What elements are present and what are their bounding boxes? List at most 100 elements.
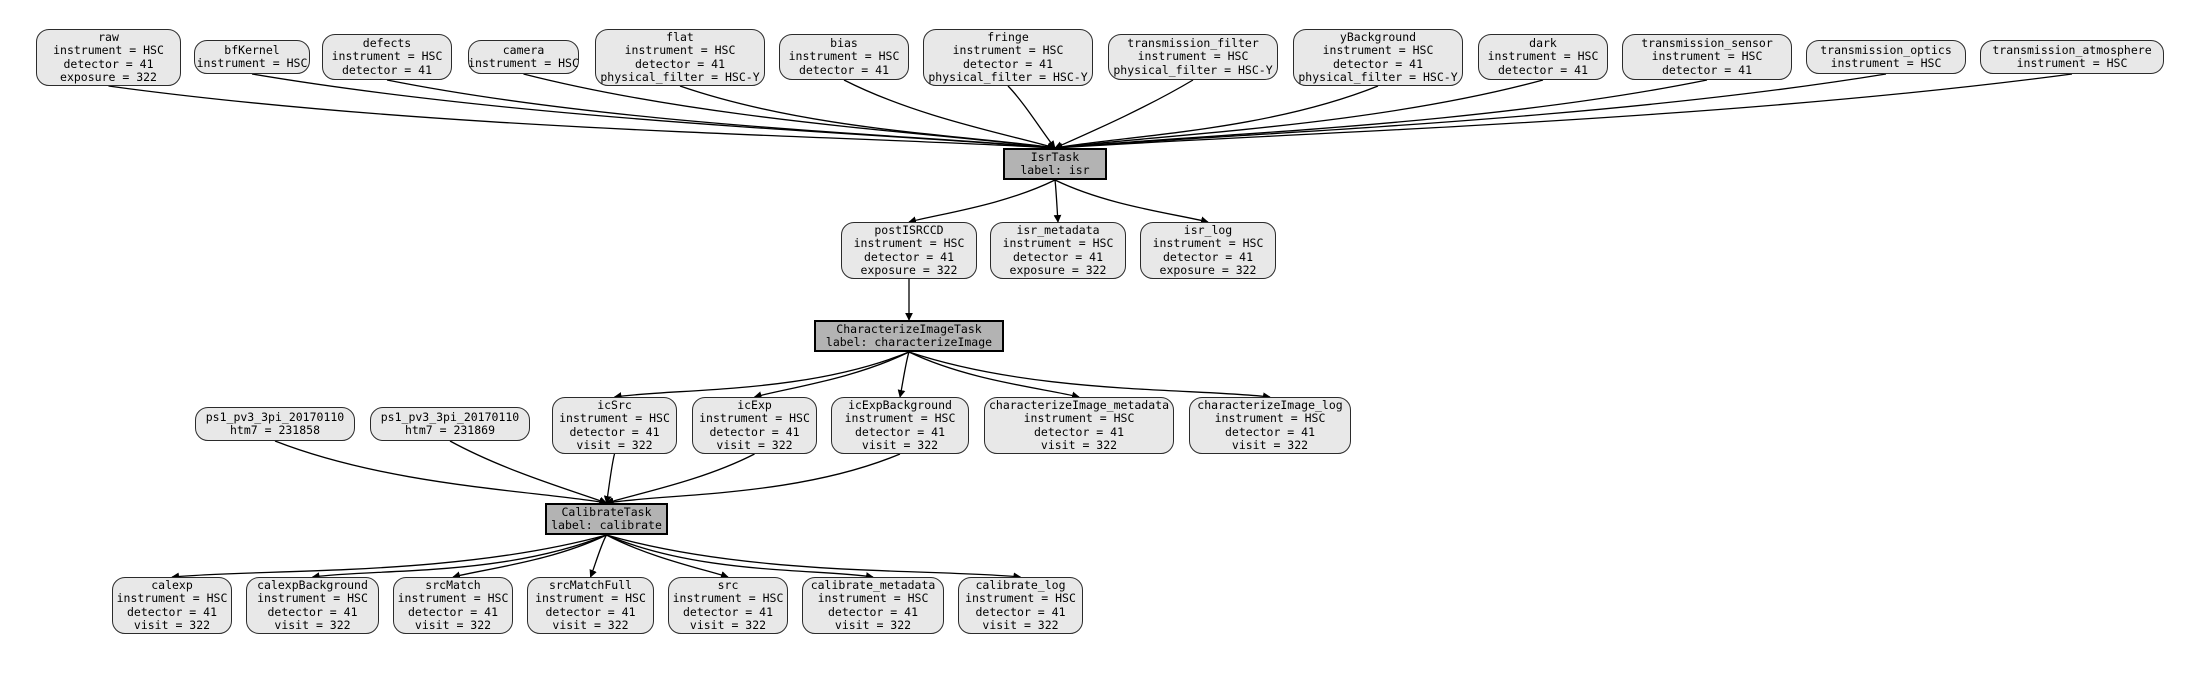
node-detail-line: instrument = HSC: [1830, 56, 1942, 70]
node-title: ps1_pv3_3pi_20170110: [205, 409, 345, 424]
node-detail-line: visit = 322: [552, 617, 629, 632]
node-detail-line: detector = 41: [798, 62, 889, 77]
edge-CharacterizeImageTask-to-icExp: [753, 351, 910, 399]
edge-fringe-to-IsrTask: [1007, 85, 1056, 149]
node-detail-line: detector = 41: [1012, 249, 1103, 264]
node-detail-line: detector = 41: [863, 249, 954, 264]
node-title: icSrc: [597, 397, 632, 412]
edge-dark-to-IsrTask: [1054, 79, 1544, 151]
edge-icExpBackground-to-CalibrateTask: [605, 453, 901, 506]
node-detail-line: instrument = HSC: [1322, 43, 1434, 58]
node-title: flat: [666, 29, 694, 44]
node-detail-line: visit = 322: [1040, 437, 1118, 452]
edge-CalibrateTask-to-src: [606, 534, 729, 579]
node-detail-line: detector = 41: [267, 604, 358, 619]
edge-CharacterizeImageTask-to-icSrc: [613, 351, 910, 400]
node-title: icExpBackground: [848, 397, 952, 412]
node-detail-line: instrument = HSC: [672, 591, 784, 606]
edge-CalibrateTask-to-calexpBackground: [311, 534, 607, 580]
node-title: dark: [1529, 35, 1557, 50]
edge-defects-to-IsrTask: [386, 79, 1056, 152]
node-detail-line: instrument = HSC: [2016, 56, 2128, 70]
node-detail-line: detector = 41: [1497, 62, 1588, 77]
node-title: bfKernel: [224, 42, 280, 57]
node-title: calibrate_log: [975, 577, 1066, 592]
node-title: defects: [362, 35, 412, 50]
node-detail-line: detector = 41: [682, 604, 773, 619]
edge-IsrTask-to-isr_metadata: [1053, 179, 1062, 223]
node-detail-line: instrument = HSC: [559, 411, 670, 426]
node-detail-line: instrument = HSC: [1002, 236, 1114, 251]
node-detail-line: detector = 41: [63, 56, 154, 71]
edge-transmission_atmosphere-to-IsrTask: [1054, 73, 2073, 152]
node-title: src: [717, 577, 739, 592]
node-title: isr_log: [1183, 222, 1233, 237]
node-title: CharacterizeImageTask: [836, 321, 982, 336]
node-detail-line: physical_filter = HSC-Y: [1113, 62, 1273, 77]
node-detail-line: visit = 322: [1231, 437, 1309, 452]
node-detail-line: htm7 = 231858: [229, 423, 320, 437]
node-detail-line: instrument = HSC: [1023, 411, 1135, 426]
node-detail-line: visit = 322: [274, 617, 351, 632]
node-title: characterizeImage_log: [1197, 397, 1343, 412]
edge-icSrc-to-CalibrateTask: [603, 453, 616, 504]
node-title: srcMatch: [425, 577, 481, 592]
edge-CharacterizeImageTask-to-characterizeImage_metadata: [908, 351, 1080, 400]
node-title: isr_metadata: [1016, 222, 1100, 237]
node-detail-line: visit = 322: [689, 617, 767, 632]
node-detail-line: instrument = HSC: [196, 56, 308, 70]
node-detail-line: visit = 322: [576, 437, 653, 452]
edge-CalibrateTask-to-srcMatch: [452, 534, 607, 580]
node-title: fringe: [987, 29, 1029, 44]
node-title: transmission_sensor: [1641, 35, 1773, 50]
edge-flat-to-IsrTask: [679, 85, 1056, 151]
node-detail-line: label: calibrate: [551, 518, 662, 532]
node-detail-line: detector = 41: [407, 604, 498, 619]
node-title: calexpBackground: [257, 577, 368, 592]
node-title: calibrate_metadata: [810, 577, 936, 592]
edge-IsrTask-to-postISRCCD: [908, 179, 1056, 224]
node-detail-line: instrument = HSC: [257, 591, 368, 606]
node-title: raw: [98, 29, 119, 44]
node-detail-line: physical_filter = HSC-Y: [928, 69, 1088, 84]
node-detail-line: detector = 41: [709, 424, 800, 439]
node-detail-line: instrument = HSC: [397, 591, 509, 606]
node-title: icExp: [737, 397, 772, 412]
node-title: CalibrateTask: [561, 504, 652, 519]
node-detail-line: instrument = HSC: [116, 591, 228, 606]
edge-CharacterizeImageTask-to-characterizeImage_log: [908, 351, 1271, 401]
